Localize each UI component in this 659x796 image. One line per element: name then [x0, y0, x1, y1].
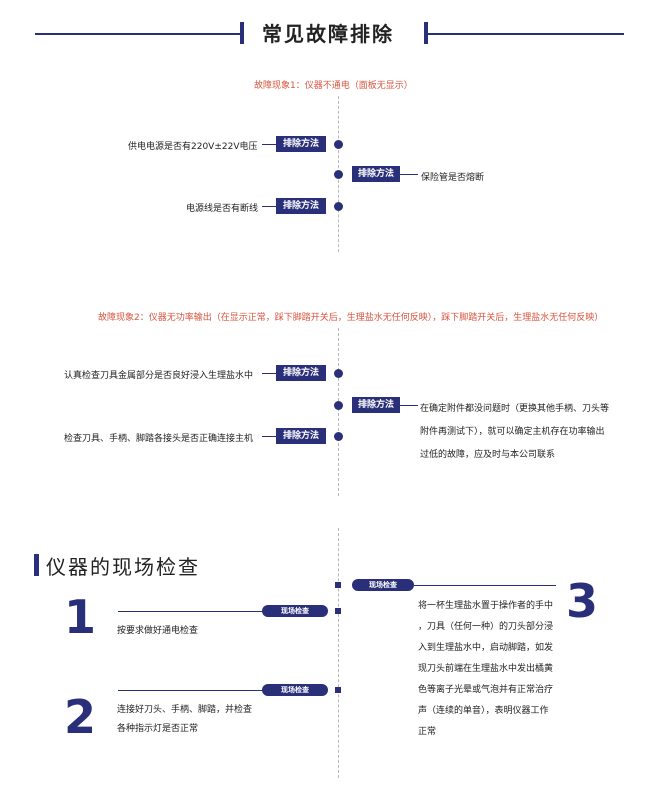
fault2-node3 — [334, 432, 343, 441]
fault2-item1: 认真检查刀具金属部分是否良好浸入生理盐水中 — [64, 371, 254, 381]
fault2-node2 — [334, 401, 343, 410]
step3-text-line: ，刀具（任何一种）的刀头部分浸 — [418, 622, 554, 632]
step3-number: 3 — [566, 574, 599, 628]
step3-text-line: 将一杯生理盐水置于操作者的手中 — [418, 601, 554, 611]
section2-timeline-axis — [338, 528, 340, 778]
fault2-connector2 — [400, 405, 418, 406]
fault1-item1: 供电电源是否有220V±22V电压 — [128, 142, 258, 152]
step3-text: 将一杯生理盐水置于操作者的手中 ，刀具（任何一种）的刀头部分浸入到生理盐水中，启动… — [418, 596, 553, 743]
header-rule-left — [35, 33, 240, 35]
fault1-method-label-1: 排除方法 — [276, 136, 326, 152]
step2-connector — [118, 690, 264, 691]
fault1-item2: 保险管是否熔断 — [421, 173, 485, 183]
fault1-connector2 — [400, 174, 418, 175]
step3-tag: 现场检查 — [352, 579, 414, 591]
fault1-node3 — [334, 202, 343, 211]
step3-connector — [414, 585, 556, 586]
section2-title: 仪器的现场检查 — [46, 555, 200, 579]
fault1-method-label-2: 排除方法 — [352, 166, 400, 182]
step3-node — [335, 582, 341, 588]
step2-text-line2: 各种指示灯是否正常 — [117, 724, 199, 734]
fault1-connector3 — [262, 206, 276, 207]
fault2-heading: 故障现象2：仪器无功率输出（在显示正常，踩下脚踏开关后，生理盐水无任何反映），踩… — [98, 313, 604, 323]
fault2-connector1 — [262, 373, 276, 374]
fault2-timeline-axis — [338, 328, 340, 496]
fault2-connector3 — [262, 436, 276, 437]
step3-text-line: 声（连续的单音），表明仪器工作 — [418, 706, 549, 716]
step3-text-line: 色等离子光晕或气泡并有正常治疗 — [418, 685, 554, 695]
fault2-node1 — [334, 369, 343, 378]
fault2-desc-line3: 过低的故障，应及时与本公司联系 — [420, 450, 556, 460]
fault1-method-label-3: 排除方法 — [276, 198, 326, 214]
step1-tag: 现场检查 — [262, 605, 328, 617]
fault2-desc-line2: 附件再测试下），就可以确定主机存在功率输出 — [420, 427, 605, 437]
step3-text-line: 现刀头前端在生理盐水中发出橘黄 — [418, 664, 554, 674]
step1-text: 按要求做好通电检查 — [117, 626, 199, 636]
fault2-method-label-2: 排除方法 — [352, 397, 400, 413]
header-rule-right — [428, 33, 624, 35]
step2-text-line1: 连接好刀头、手柄、脚踏，并检查 — [117, 705, 253, 715]
header-bar-right — [424, 22, 428, 44]
fault2-method-label-1: 排除方法 — [276, 365, 326, 381]
step1-connector — [118, 611, 264, 612]
step1-node — [335, 608, 341, 614]
header-bar-left — [240, 22, 244, 44]
fault1-item3: 电源线是否有断线 — [186, 204, 259, 214]
section2-title-bar — [34, 554, 39, 576]
step3-text-line: 正常 — [418, 727, 437, 737]
step2-node — [335, 687, 341, 693]
fault2-desc-line1: 在确定附件都没问题时（更换其他手柄、刀头等 — [420, 404, 610, 414]
fault1-node1 — [334, 140, 343, 149]
step1-number: 1 — [64, 590, 97, 644]
step3-text-line: 入到生理盐水中，启动脚踏，如发 — [418, 643, 554, 653]
step2-number: 2 — [64, 690, 97, 744]
page-title: 常见故障排除 — [262, 22, 394, 46]
fault1-connector1 — [262, 144, 276, 145]
step2-tag: 现场检查 — [262, 684, 328, 696]
fault2-item2: 检查刀具、手柄、脚踏各接头是否正确连接主机 — [64, 434, 254, 444]
fault1-node2 — [334, 170, 343, 179]
fault1-heading: 故障现象1：仪器不通电（面板无显示） — [254, 81, 413, 91]
fault2-method-label-3: 排除方法 — [276, 428, 326, 444]
